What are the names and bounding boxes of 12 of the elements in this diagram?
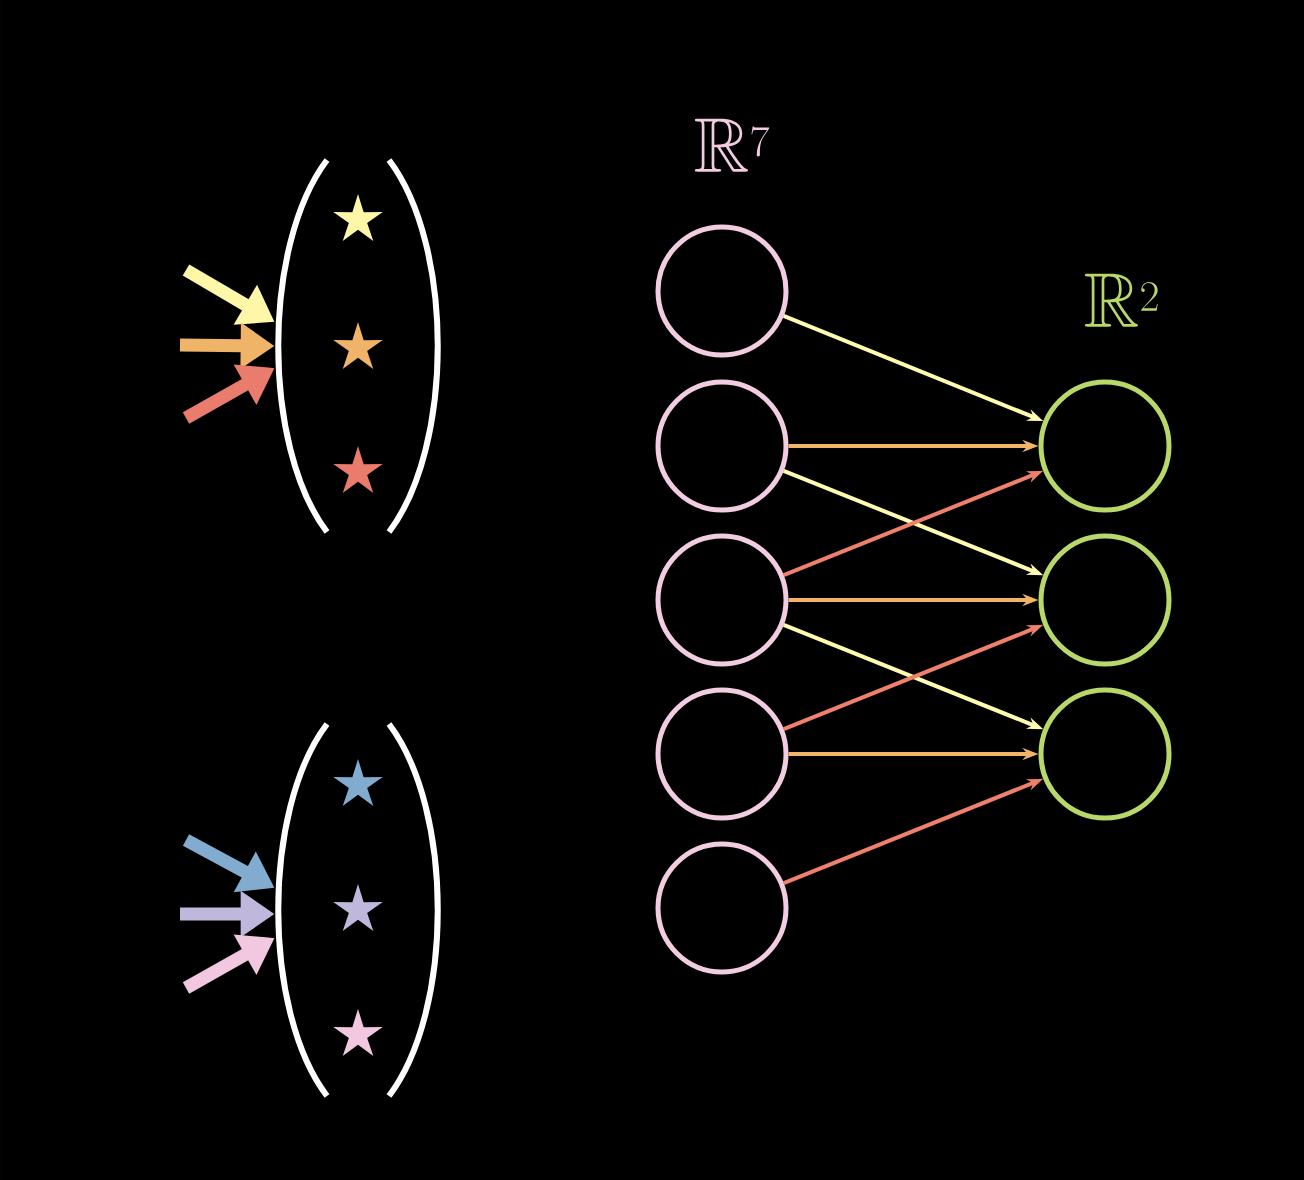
neuron-circle <box>655 379 789 513</box>
neuron-circle <box>655 687 789 821</box>
math-label: $\mathbb{R}^{2}$ <box>1084 273 1158 327</box>
neuron-circle <box>655 533 789 667</box>
column-vector-drawing <box>275 158 441 534</box>
column-vector-drawing <box>275 722 441 1098</box>
neuron-circle <box>655 841 789 975</box>
neuron-circle <box>655 224 789 358</box>
math-label: $\mathbb{R}^{7}$ <box>694 118 770 172</box>
neuron-circle <box>1038 687 1172 821</box>
neuron-circle <box>1038 379 1172 513</box>
neuron-circle <box>1038 533 1172 667</box>
